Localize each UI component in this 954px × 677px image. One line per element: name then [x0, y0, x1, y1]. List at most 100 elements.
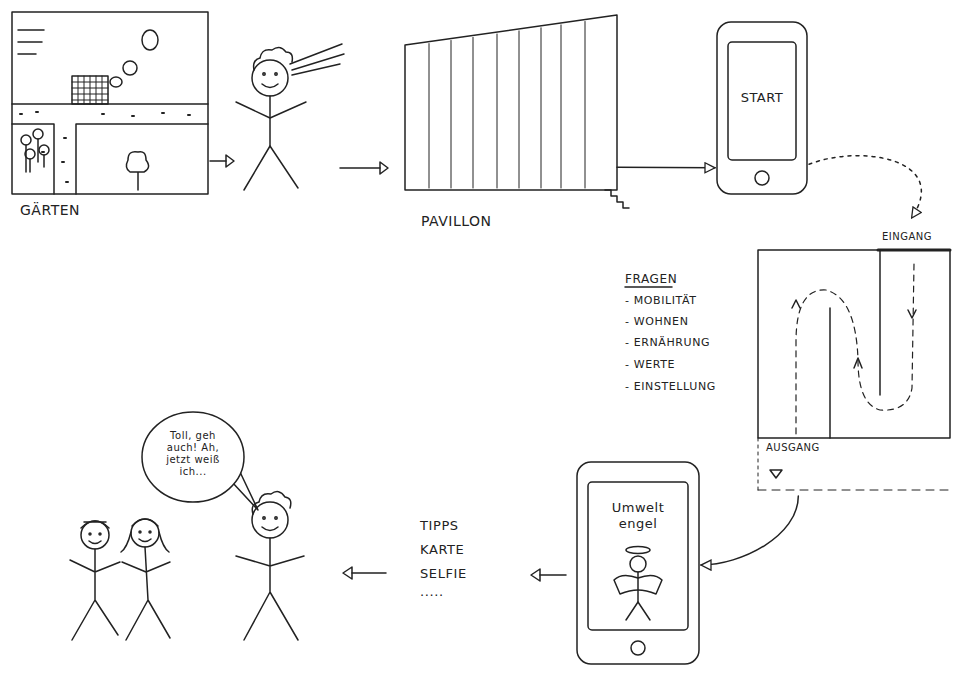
phone-body — [717, 22, 807, 194]
pavilion-sketch — [405, 15, 629, 208]
sketch-stroke — [340, 167, 380, 169]
sketch-stroke — [72, 76, 108, 104]
sketch-stroke — [541, 28, 542, 188]
sketch-stroke — [626, 602, 650, 620]
sketch-stroke — [343, 567, 352, 579]
node-outline — [575, 460, 701, 666]
garden-box: GÄRTEN — [12, 12, 208, 194]
sketch-stroke — [123, 61, 137, 75]
note-label: - MOBILITÄT — [625, 294, 697, 307]
sketch-stroke — [429, 44, 430, 188]
sketch-stroke — [20, 112, 190, 182]
sketch-stroke — [758, 250, 950, 438]
sketch-stroke — [770, 470, 782, 478]
person-figure — [236, 44, 344, 190]
node-outline — [12, 12, 208, 194]
sketch-stroke — [561, 25, 562, 188]
sketch-stroke — [758, 490, 950, 491]
angel-figure — [614, 547, 662, 621]
sketch-stroke — [18, 30, 44, 54]
sketch-stroke — [72, 76, 108, 104]
sketch-stroke — [254, 47, 293, 70]
sketch-stroke — [637, 572, 639, 602]
sketch-stroke — [110, 77, 122, 87]
sketch-stroke — [262, 527, 278, 531]
node-outline — [715, 20, 809, 196]
sketch-stroke — [519, 31, 520, 188]
sketch-stroke — [226, 155, 234, 167]
sketch-stroke — [149, 531, 151, 533]
sketch-stroke — [39, 145, 49, 155]
sketch-stroke — [244, 146, 298, 190]
sketch-stroke — [497, 34, 498, 188]
sketch-stroke — [290, 44, 344, 75]
phone-result: Umwelt engel — [575, 460, 701, 666]
sketch-stroke — [142, 412, 244, 502]
speech-bubble — [142, 412, 258, 510]
sketch-stroke — [451, 41, 452, 189]
sketch-stroke — [531, 569, 540, 581]
flow-arrow — [210, 155, 234, 167]
flow-connector — [809, 156, 921, 218]
sketch-stroke — [878, 249, 950, 252]
sketch-stroke — [829, 308, 831, 438]
sketch-stroke — [81, 521, 109, 528]
sketch-stroke — [139, 539, 151, 542]
sketch-stroke — [540, 574, 566, 576]
sketch-stroke — [380, 162, 388, 174]
node-outline — [758, 250, 950, 438]
note-label: FRAGEN — [625, 272, 677, 286]
sketch-stroke — [879, 250, 881, 395]
note-label: KARTE — [420, 542, 464, 557]
note-label: - EINSTELLUNG — [625, 380, 716, 393]
sketch-stroke — [263, 517, 265, 519]
sketch-stroke — [473, 37, 474, 188]
sketch-stroke — [122, 547, 170, 640]
flow-connector — [617, 167, 715, 169]
note-label: - WOHNEN — [625, 315, 688, 328]
node-text: PAVILLON — [421, 213, 581, 230]
sketch-stroke — [210, 160, 226, 162]
node-text: Umwelt engel — [603, 500, 673, 531]
sketch-stroke — [630, 556, 646, 572]
sketch-stroke — [26, 139, 44, 172]
sketch-stroke — [33, 129, 43, 139]
sketch-stroke — [275, 73, 277, 75]
sketch-stroke — [262, 84, 278, 88]
sketch-stroke — [21, 135, 31, 145]
sketch-stroke — [792, 300, 916, 368]
home-button — [755, 171, 769, 185]
note-label: - ERNÄHRUNG — [625, 336, 710, 349]
person-figure — [70, 521, 120, 640]
sketch-stroke — [126, 152, 148, 190]
flow-connector — [701, 496, 798, 565]
sketch-stroke — [352, 572, 386, 574]
flow-arrow — [340, 162, 388, 174]
sketch-stroke — [99, 533, 101, 535]
sketch-stroke — [89, 533, 91, 535]
sketch-stroke — [70, 549, 120, 640]
sketch-stroke — [236, 538, 304, 640]
floor-plan-box: EINGANGAUSGANG — [758, 250, 950, 438]
phone-body — [577, 462, 699, 664]
sketch-stroke — [585, 22, 586, 189]
floor-plan — [758, 250, 950, 490]
note-label: SELFIE — [420, 566, 467, 581]
sketch-stroke — [252, 60, 288, 96]
note-label: ..... — [420, 584, 444, 599]
node-text: START — [728, 90, 796, 106]
phone-screen — [588, 482, 688, 630]
underline — [625, 286, 672, 288]
sketch-stroke — [263, 73, 265, 75]
node-text: GÄRTEN — [20, 202, 170, 219]
node-outline — [405, 15, 617, 190]
sketch-stroke — [139, 531, 141, 533]
node-text: Toll, geh auch! Ah, jetzt weiß ich... — [156, 430, 230, 478]
node-text: EINGANG — [882, 231, 954, 243]
sketch-stroke — [12, 12, 208, 194]
flow-arrow — [343, 567, 386, 579]
flow-arrow — [531, 569, 566, 581]
sketch-stroke — [796, 264, 914, 434]
